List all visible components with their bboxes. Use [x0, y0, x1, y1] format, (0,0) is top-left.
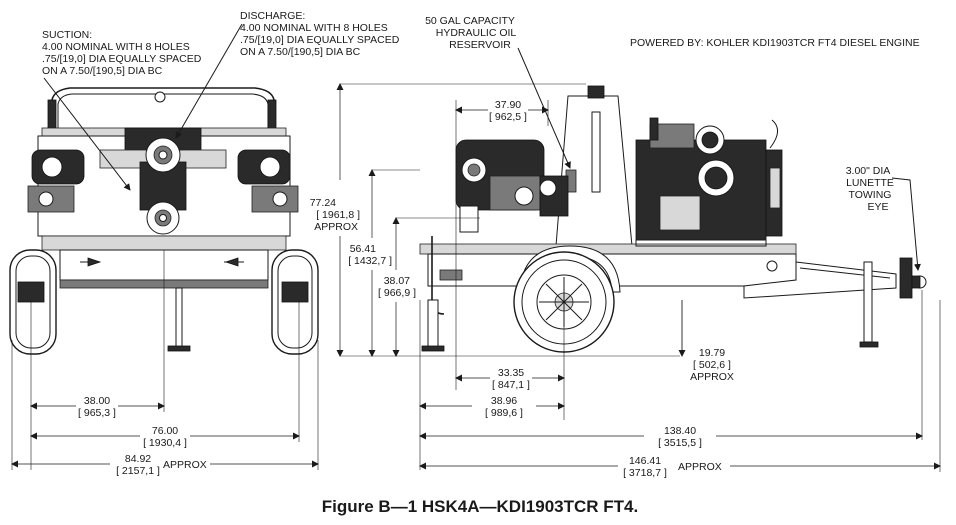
side-view: 37.90 [ 962,5 ] 77.24 [ 1961,8 ] APPROX … — [310, 15, 941, 479]
suction-note-line4: ON A 7.50/[190,5] DIA BC — [42, 65, 163, 77]
side-engine — [635, 117, 783, 241]
front-tires — [9, 249, 319, 355]
dim-side-138-40-metric: [ 3515,5 ] — [658, 437, 702, 449]
lunette-note-line1: 3.00" DIA — [846, 165, 891, 177]
dim-side-38-96-value: 38.96 — [491, 395, 517, 407]
front-lift-eye — [154, 91, 166, 103]
discharge-note-line2: 4.00 NOMINAL WITH 8 HOLES — [240, 22, 388, 34]
suction-note-line3: .75/[19,0] DIA EQUALLY SPACED — [42, 53, 202, 65]
suction-note-line2: 4.00 NOMINAL WITH 8 HOLES — [42, 41, 190, 53]
dim-side-38-07-metric: [ 966,9 ] — [378, 287, 416, 299]
lunette-note-line2: LUNETTE — [846, 177, 894, 189]
dim-side-146-41-suffix: APPROX — [678, 461, 722, 473]
front-hose-motors — [27, 149, 299, 213]
lunette-towing-eye — [859, 257, 927, 348]
dim-side-138-40-value: 138.40 — [664, 425, 696, 437]
dim-side-77-24-value: 77.24 — [310, 197, 336, 209]
engine-note: POWERED BY: KOHLER KDI1903TCR FT4 DIESEL… — [630, 37, 920, 49]
dim-side-38-07-value: 38.07 — [384, 275, 410, 287]
reservoir-note-line1: 50 GAL CAPACITY — [425, 15, 515, 27]
dim-front-84-92-value: 84.92 — [125, 453, 151, 465]
front-view: 38.00 [ 965,3 ] 76.00 [ 1930,4 ] 84.92 [… — [9, 10, 400, 477]
lunette-note-line3: TOWING — [849, 189, 892, 201]
dim-side-77-24-suffix: APPROX — [314, 221, 358, 233]
dim-side-56-41-metric: [ 1432,7 ] — [348, 255, 392, 267]
discharge-note-line1: DISCHARGE: — [240, 10, 305, 22]
figure-caption: Figure B—1 HSK4A—KDI1903TCR FT4. — [322, 497, 638, 516]
side-pump — [455, 139, 569, 233]
dim-side-33-35-value: 33.35 — [498, 367, 524, 379]
dim-front-76-00-value: 76.00 — [152, 425, 178, 437]
discharge-note-line3: .75/[19,0] DIA EQUALLY SPACED — [240, 34, 400, 46]
lunette-note-line4: EYE — [867, 201, 888, 213]
dim-front-76-00-metric: [ 1930,4 ] — [143, 437, 187, 449]
dim-side-38-96-metric: [ 989,6 ] — [485, 407, 523, 419]
dim-side-77-24-metric: [ 1961,8 ] — [316, 209, 360, 221]
dim-front-38-00-metric: [ 965,3 ] — [78, 407, 116, 419]
dim-front-84-92-metric: [ 2157,1 ] — [116, 465, 160, 477]
dim-side-19-79-suffix: APPROX — [690, 371, 734, 383]
front-jack — [175, 287, 183, 349]
dim-side-146-41-value: 146.41 — [629, 455, 661, 467]
front-lifting-bail — [51, 87, 275, 128]
dim-side-37-90-value: 37.90 — [495, 99, 521, 111]
dim-side-56-41-value: 56.41 — [350, 243, 376, 255]
discharge-note-line4: ON A 7.50/[190,5] DIA BC — [240, 46, 361, 58]
dim-side-146-41-metric: [ 3718,7 ] — [623, 467, 667, 479]
suction-note-line1: SUCTION: — [42, 29, 92, 41]
reservoir-note-line3: RESERVOIR — [449, 39, 511, 51]
dim-side-19-79-metric: [ 502,6 ] — [693, 359, 731, 371]
reservoir-note-line2: HYDRAULIC OIL — [436, 27, 517, 39]
front-chassis — [41, 235, 287, 251]
trailer-tongue — [743, 261, 897, 299]
dim-front-38-00-value: 38.00 — [84, 395, 110, 407]
dim-front-84-92-suffix: APPROX — [163, 459, 207, 471]
dim-side-19-79-value: 19.79 — [699, 347, 725, 359]
dim-side-37-90-metric: [ 962,5 ] — [489, 111, 527, 123]
dim-side-33-35-metric: [ 847,1 ] — [492, 379, 530, 391]
